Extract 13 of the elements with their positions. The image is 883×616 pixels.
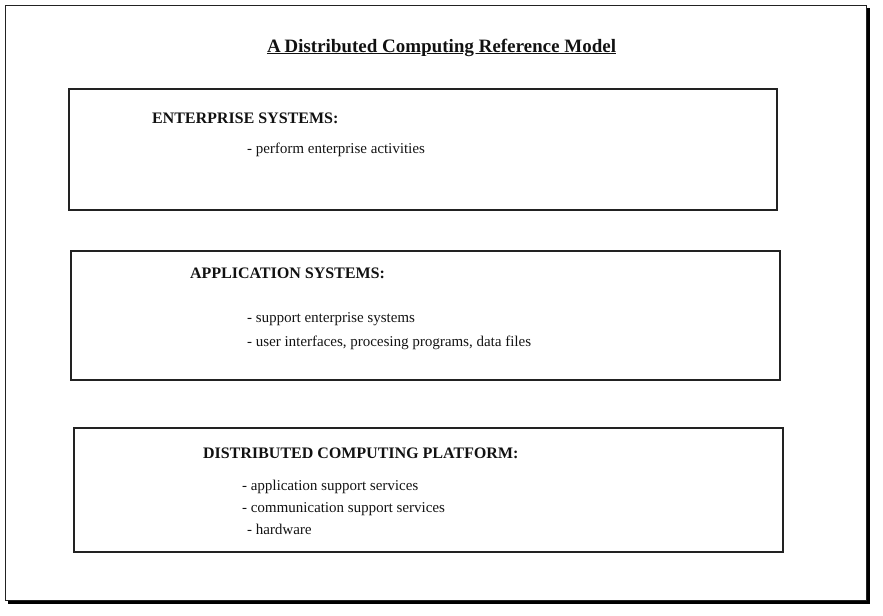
bullet-text: - user interfaces, procesing programs, data files: [247, 333, 532, 351]
layer-heading: APPLICATION SYSTEMS:: [190, 265, 385, 283]
layer-heading: DISTRIBUTED COMPUTING PLATFORM:: [203, 445, 518, 463]
layer-box: [73, 427, 784, 553]
layer-box: [68, 88, 778, 211]
bullet-text: - application support services: [242, 477, 418, 495]
layer-heading: ENTERPRISE SYSTEMS:: [152, 110, 338, 128]
bullet-text: - communication support services: [242, 499, 445, 517]
bullet-text: - perform enterprise activities: [247, 140, 425, 158]
bullet-text: - hardware: [247, 521, 312, 539]
bullet-text: - support enterprise systems: [247, 309, 415, 327]
diagram-title: A Distributed Computing Reference Model: [266, 36, 617, 58]
layer-box: [70, 250, 781, 381]
